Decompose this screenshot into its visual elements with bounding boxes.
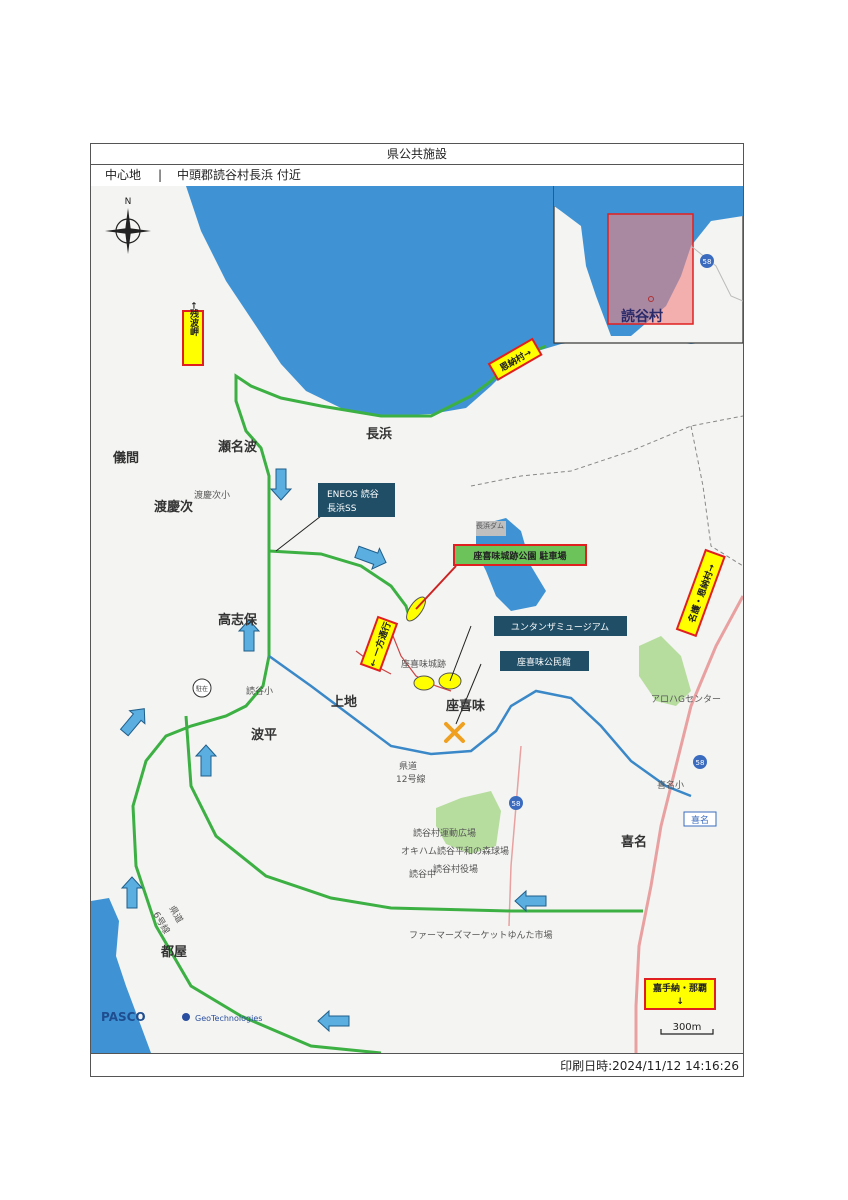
place-senaha: 瀬名波 xyxy=(218,439,258,455)
castle-road xyxy=(388,625,452,692)
eneos-leader xyxy=(275,515,322,552)
place-nagahama: 長浜 xyxy=(366,426,392,442)
label-dam: 長浜ダム xyxy=(476,521,504,530)
park-aroha xyxy=(639,636,691,706)
arrow-up-right xyxy=(119,708,146,737)
arrow-left-2 xyxy=(317,1009,350,1033)
place-kina: 喜名 xyxy=(621,834,647,850)
arrow-up-3 xyxy=(120,876,144,909)
highway-thin xyxy=(508,745,522,927)
place-hanza: 波平 xyxy=(251,727,277,743)
svg-text:↓: ↓ xyxy=(676,997,684,1007)
boundary-dashed-1 xyxy=(470,415,743,487)
inset-map[interactable]: 58 読谷村 xyxy=(553,186,743,344)
location-text: 中頭郡読谷村長浜 付近 xyxy=(177,168,301,182)
route58-label-1: 58 xyxy=(696,759,705,767)
place-uechi: 上地 xyxy=(331,694,357,710)
label-castle: 座喜味城跡 xyxy=(401,658,446,670)
label-farmers-market: ファーマーズマーケットゆんた市場 xyxy=(409,929,553,941)
geotech-logo: GeoTechnologies xyxy=(182,1013,262,1023)
svg-text:PASCO: PASCO xyxy=(101,1010,146,1024)
callout-museum[interactable]: ユンタンザミュージアム xyxy=(494,616,627,636)
label-yomitan-middle: 読谷中 xyxy=(409,868,436,880)
label-okiham: オキハム読谷平和の森球場 xyxy=(401,845,509,857)
inset-route-label: 58 xyxy=(703,258,712,266)
svg-text:長浜SS: 長浜SS xyxy=(327,503,357,514)
police-icon xyxy=(192,678,212,698)
route-green-branch xyxy=(268,549,411,617)
compass-north: N xyxy=(125,197,132,207)
kina-intersection-box xyxy=(683,811,717,827)
dam-building xyxy=(476,521,506,536)
highway xyxy=(634,595,743,1053)
place-takashiho: 高志保 xyxy=(218,612,258,628)
boundary-dashed-2 xyxy=(690,425,743,567)
svg-text:ENEOS 読谷: ENEOS 読谷 xyxy=(327,488,379,500)
sign-zanpa: ←残波岬 xyxy=(182,302,204,366)
svg-text:嘉手納・那覇: 嘉手納・那覇 xyxy=(652,982,707,994)
route58-shield-1 xyxy=(693,755,707,769)
hall-leader xyxy=(455,663,482,725)
parking-leader xyxy=(415,565,457,610)
callout-community-hall[interactable]: 座喜味公民館 xyxy=(500,651,589,671)
sign-kadena: 嘉手納・那覇 ↓ xyxy=(644,978,716,1010)
community-hall-marker[interactable] xyxy=(444,722,465,743)
callout-parking[interactable]: 座喜味城跡公園 駐車場 xyxy=(453,544,587,566)
museum-leader xyxy=(449,625,472,682)
place-tokeshi: 渡慶次 xyxy=(154,499,193,515)
sheet-title: 県公共施設 xyxy=(91,144,743,165)
label-kina-school: 喜名小 xyxy=(657,779,684,791)
arrow-up-1 xyxy=(237,619,261,652)
map-area[interactable]: 58 読谷村 N xyxy=(91,186,743,1053)
label-yomitan-school: 読谷小 xyxy=(246,685,273,697)
label-village-office: 読谷村役場 xyxy=(433,863,478,875)
kina-intersection: 喜名 xyxy=(691,814,709,826)
police-label: 駐在 xyxy=(196,685,208,693)
label-tokeshi-school: 渡慶次小 xyxy=(194,489,230,501)
place-gima: 儀間 xyxy=(112,450,139,466)
route58-label-2: 58 xyxy=(512,800,521,808)
place-zakimi: 座喜味 xyxy=(445,698,485,714)
svg-text:座喜味公民館: 座喜味公民館 xyxy=(517,656,571,668)
callout-eneos[interactable]: ENEOS 読谷 長浜SS xyxy=(318,483,395,517)
park-sports xyxy=(436,791,501,854)
inset-village-label: 読谷村 xyxy=(621,308,663,325)
svg-text:ユンタンザミュージアム: ユンタンザミュージアム xyxy=(511,622,609,633)
route-12 xyxy=(268,654,692,798)
label-aroha: アロハGセンター xyxy=(651,694,721,705)
route58-shield-2 xyxy=(509,796,523,810)
svg-text:←残波岬: ←残波岬 xyxy=(188,302,199,337)
castle-marker[interactable] xyxy=(413,675,435,691)
pasco-logo: PASCO xyxy=(101,1010,146,1024)
footer: 印刷日時:2024/11/12 14:16:26 xyxy=(91,1053,743,1078)
sea-southwest xyxy=(91,898,151,1053)
center-label: 中心地 xyxy=(105,168,142,182)
location-row: 中心地 | 中頭郡読谷村長浜 付近 xyxy=(91,164,743,187)
arrow-down-1 xyxy=(269,468,293,501)
label-route12: 12号線 xyxy=(396,773,425,785)
compass-icon: N xyxy=(105,197,151,254)
map-svg: 58 読谷村 N xyxy=(91,186,743,1053)
svg-text:300m: 300m xyxy=(673,1022,702,1033)
arrow-left-1 xyxy=(514,889,547,913)
label-pref-road: 県道 xyxy=(399,760,417,772)
separator: | xyxy=(158,168,163,182)
print-date: 印刷日時:2024/11/12 14:16:26 xyxy=(560,1059,739,1073)
arrow-up-2 xyxy=(194,744,218,777)
label-stadium: 読谷村運動広場 xyxy=(413,827,476,839)
place-toya: 都屋 xyxy=(160,944,187,960)
arrow-right-1 xyxy=(354,545,387,571)
scale-bar: 300m xyxy=(660,1022,714,1035)
route-green-south xyxy=(184,715,643,913)
map-sheet: 県公共施設 中心地 | 中頭郡読谷村長浜 付近 xyxy=(90,143,744,1077)
svg-text:座喜味城跡公園 駐車場: 座喜味城跡公園 駐車場 xyxy=(472,550,566,562)
svg-text:GeoTechnologies: GeoTechnologies xyxy=(195,1014,262,1023)
